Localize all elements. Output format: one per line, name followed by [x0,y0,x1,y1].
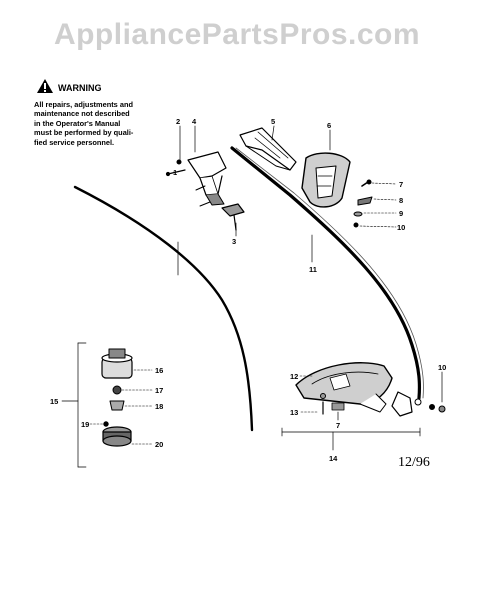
part-11-shaft-housing [230,146,422,400]
part-4-handle-clamp [187,151,227,206]
warning-title: WARNING [58,83,102,93]
callout-1: 1 [173,168,177,177]
callout-14: 14 [329,454,338,463]
callout-19: 19 [81,420,89,429]
callout-3: 3 [232,237,236,246]
part-18-eyelet [109,400,125,411]
warning-line: All repairs, adjustments and [34,100,133,109]
callout-12: 12 [290,372,298,381]
warning-line: in the Operator's Manual [34,118,121,128]
warning-triangle-icon [37,79,53,93]
callout-4: 4 [192,117,197,126]
callout-8: 8 [399,196,403,205]
part-3-knob [221,203,245,231]
warning-line: maintenance not described [34,109,130,119]
revision-date: 12/96 [398,455,430,470]
callout-11: 11 [309,265,317,274]
watermark: AppliancePartsPros.com [53,18,421,51]
callout-7-lower: 7 [336,421,340,430]
callout-16: 16 [155,366,163,375]
part-16-spool-housing [101,348,133,379]
part-6-shield [301,152,351,208]
part-20-spool [102,426,132,447]
callout-10: 10 [397,223,405,232]
part-17-spring [112,385,122,395]
callout-15: 15 [50,397,58,406]
warning-line: fied service personnel. [34,137,115,147]
part-14-deflector-assembly [295,362,446,417]
warning-text: All repairs, adjustments and maintenance… [34,100,162,147]
part-1-drive-cable [73,185,254,432]
callout-6: 6 [327,121,331,130]
callout-10-lower: 10 [438,363,446,372]
callout-7: 7 [399,180,403,189]
part-5-hanger-bracket [239,127,297,171]
callout-20: 20 [155,440,163,449]
callout-9: 9 [399,209,403,218]
callout-13: 13 [290,408,298,417]
callout-2: 2 [176,117,180,126]
warning-line: must be performed by quali- [34,128,134,138]
parts-7-10-hardware [353,179,373,228]
callout-17: 17 [155,386,163,395]
callout-18: 18 [155,402,163,411]
callout-5: 5 [271,117,275,126]
